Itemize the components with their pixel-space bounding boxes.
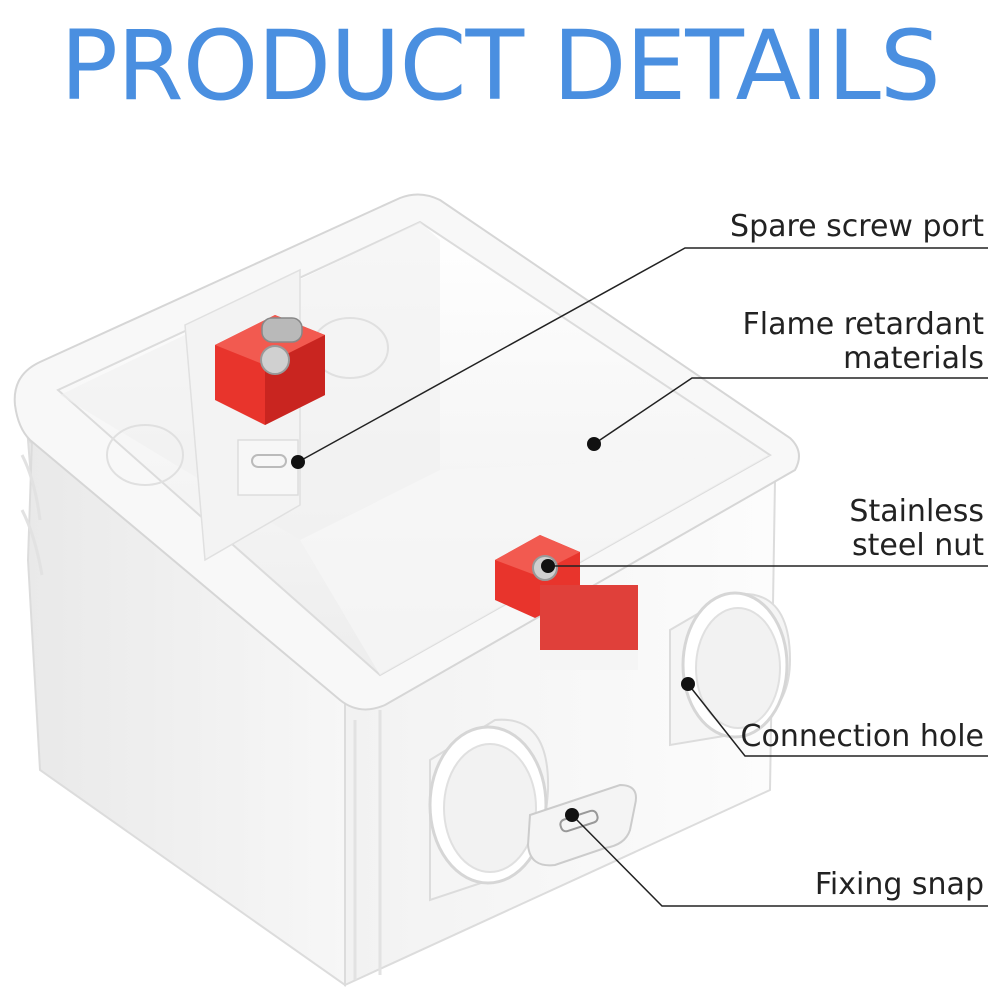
label-stainless-nut-line1: Stainless — [849, 494, 984, 529]
label-spare-screw-port: Spare screw port — [730, 210, 984, 244]
red-nut-left — [215, 315, 325, 425]
callout-dot-connection-hole — [681, 677, 695, 691]
spare-screw-slot — [251, 454, 287, 468]
callout-dot-fixing-snap — [565, 808, 579, 822]
label-flame-retardant-line1: Flame retardant — [742, 307, 984, 342]
label-flame-retardant-line2: materials — [843, 341, 984, 376]
callout-dot-flame-retardant — [587, 437, 601, 451]
junction-box — [13, 193, 800, 987]
label-stainless-nut-line2: steel nut — [852, 528, 984, 563]
label-spare-screw-port-text: Spare screw port — [730, 209, 984, 244]
label-flame-retardant: Flame retardant materials — [743, 308, 984, 376]
red-nut-center — [495, 535, 638, 670]
connection-hole-front — [428, 718, 550, 902]
label-connection-hole-text: Connection hole — [740, 719, 984, 754]
page-title: PRODUCT DETAILS — [60, 10, 941, 122]
callout-line-flame-retardant — [593, 377, 988, 445]
connection-hole-right — [669, 591, 792, 747]
label-connection-hole: Connection hole — [741, 720, 984, 754]
callout-line-connection-hole — [687, 683, 988, 757]
callout-dot-spare-screw-port — [291, 455, 305, 469]
callout-lines — [297, 247, 988, 907]
label-stainless-nut: Stainless steel nut — [849, 495, 984, 563]
label-fixing-snap-text: Fixing snap — [814, 867, 984, 902]
label-fixing-snap: Fixing snap — [815, 868, 984, 902]
callout-line-spare-screw-port — [297, 247, 988, 463]
callout-dot-stainless-nut — [541, 559, 555, 573]
callout-line-fixing-snap — [571, 814, 988, 907]
